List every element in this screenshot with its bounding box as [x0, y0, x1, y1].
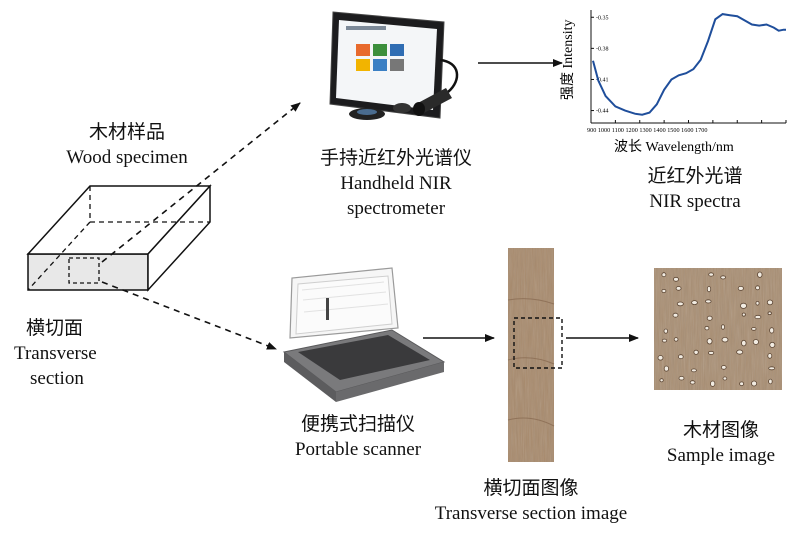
- wood-pore: [766, 299, 774, 306]
- sample-region-box: [68, 257, 100, 284]
- wood-pore: [769, 327, 775, 334]
- specimen-label-en: Wood specimen: [66, 147, 188, 168]
- wood-pore: [769, 341, 776, 348]
- wood-pore: [677, 354, 684, 360]
- wood-pore: [661, 338, 668, 343]
- sample-image-label: 木材图像 Sample image: [646, 418, 796, 468]
- wood-pore: [678, 376, 685, 381]
- y-tick-label: -0.41: [596, 77, 609, 83]
- wood-pore: [708, 272, 714, 277]
- wood-pore: [755, 300, 760, 306]
- specimen-label-zh: 木材样品: [88, 122, 165, 143]
- wood-specimen-block: [26, 184, 212, 292]
- x-tick-labels: 900 1000 1100 1200 1300 1400 1500 1600 1…: [587, 127, 707, 134]
- wood-pore: [657, 355, 664, 361]
- transverse-label-zh: 横切面: [26, 318, 84, 339]
- wood-pore: [755, 285, 760, 291]
- wood-pore: [720, 365, 727, 370]
- wood-pore: [752, 339, 760, 345]
- scanner-label-zh: 便携式扫描仪: [300, 414, 415, 435]
- wood-pore: [768, 378, 773, 385]
- wood-pore: [737, 285, 744, 291]
- wood-pore: [661, 272, 667, 278]
- wood-pore: [705, 299, 712, 304]
- wood-pore: [722, 376, 728, 381]
- wood-pore: [721, 324, 726, 330]
- wood-pore: [663, 365, 670, 372]
- wood-pore: [675, 286, 682, 291]
- nir-spectra-chart: 900 1000 1100 1200 1300 1400 1500 1600 1…: [560, 10, 787, 155]
- wood-pore: [754, 314, 762, 320]
- wood-pore: [672, 312, 679, 318]
- wood-pore: [693, 349, 699, 355]
- wood-pore: [721, 337, 729, 343]
- scanner-label: 便携式扫描仪 Portable scanner: [270, 412, 446, 462]
- wood-pore: [707, 350, 715, 355]
- wood-pore: [740, 302, 748, 309]
- wood-pore: [767, 353, 773, 359]
- y-axis-label: 强度 Intensity: [560, 20, 576, 101]
- y-tick-label: -0.44: [596, 109, 609, 115]
- spectra-label: 近红外光谱 NIR spectra: [620, 164, 770, 214]
- wood-pore: [741, 339, 747, 347]
- section-image-label-zh: 横切面图像: [483, 478, 579, 499]
- wood-pore: [736, 349, 744, 355]
- transverse-label-en2: section: [30, 368, 84, 389]
- wood-pore: [757, 271, 763, 278]
- arrow-to-spectrometer: [101, 102, 301, 263]
- handheld-spectrometer-illustration: [329, 11, 459, 120]
- y-tick-label: -0.35: [596, 15, 609, 21]
- wood-pore: [691, 368, 697, 373]
- portable-scanner-illustration: [282, 267, 446, 402]
- wood-pore: [751, 327, 757, 331]
- wood-pore: [706, 338, 713, 345]
- sample-image: [654, 268, 782, 390]
- spectra-label-zh: 近红外光谱: [647, 166, 743, 187]
- wood-pore: [739, 381, 744, 387]
- wood-pore: [710, 380, 716, 387]
- y-tick-label: -0.38: [596, 46, 609, 52]
- transverse-section-image: [507, 248, 563, 462]
- wood-pore: [768, 366, 776, 371]
- wood-pore: [691, 300, 698, 306]
- wood-pore: [706, 315, 713, 321]
- sample-image-label-en: Sample image: [666, 445, 776, 466]
- wood-pore: [751, 380, 758, 387]
- wood-pore: [767, 311, 772, 316]
- wood-pore: [720, 275, 726, 280]
- section-image-label: 横切面图像 Transverse section image: [396, 476, 666, 526]
- wood-pore: [663, 328, 668, 334]
- spectrometer-label-zh: 手持近红外光谱仪: [319, 148, 472, 169]
- spectrometer-label-en1: Handheld NIR: [340, 173, 452, 194]
- wood-pore: [673, 276, 679, 282]
- crop-region-box: [513, 317, 563, 369]
- spectra-label-en: NIR spectra: [649, 191, 741, 212]
- spectrometer-label-en2: spectrometer: [346, 198, 446, 219]
- specimen-label: 木材样品 Wood specimen: [52, 120, 202, 170]
- wood-pore: [689, 380, 696, 385]
- spectrometer-label: 手持近红外光谱仪 Handheld NIR spectrometer: [296, 146, 496, 221]
- sample-image-label-zh: 木材图像: [682, 420, 759, 441]
- x-axis-label: 波长 Wavelength/nm: [614, 139, 734, 155]
- transverse-label-en1: Transverse: [14, 343, 97, 364]
- wood-pore: [661, 288, 667, 293]
- wood-pore: [741, 312, 746, 317]
- wood-pore: [676, 301, 684, 307]
- transverse-label: 横切面 Transverse section: [14, 316, 97, 391]
- wood-pore: [659, 378, 664, 383]
- wood-pore: [673, 337, 679, 342]
- arrow-to-scanner: [101, 281, 277, 350]
- spectrum-series-line: [592, 13, 786, 116]
- wood-pore: [706, 285, 712, 293]
- wood-pore: [704, 325, 710, 331]
- section-image-label-en: Transverse section image: [434, 503, 628, 524]
- scanner-label-en: Portable scanner: [294, 439, 422, 460]
